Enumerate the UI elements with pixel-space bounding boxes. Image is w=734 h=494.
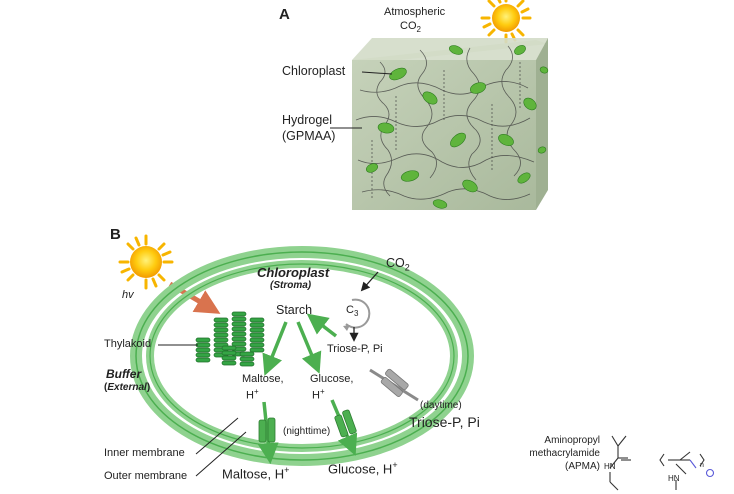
panel-b-letter: B [110,226,121,243]
atmospheric-co2-label: CO2 [400,20,421,34]
chloroplast-title: Chloroplast [257,265,330,280]
triose-outside-label: Triose-P, Pi [409,414,480,430]
co2-arrow [360,271,379,292]
c3-sub: 3 [353,309,359,319]
glucose-inside-h-label: H+ [312,387,325,402]
gpmaa-label: (GPMAA) [282,129,336,143]
apma-monomer-structure [609,435,631,491]
daytime-label: (daytime) [420,400,462,411]
apma-hn-left: HN [604,462,616,471]
maltose-outside-label: Maltose, H+ [222,465,289,481]
stroma-label: (Stroma) [270,280,312,291]
glucose-transporter [334,409,357,438]
apma-polymer-structure [659,451,705,490]
co2-sub: 2 [416,25,421,35]
chloroplast-label-a: Chloroplast [282,64,346,78]
gel-chloroplasts [366,45,549,209]
inner-membrane-leader-line [195,417,239,455]
glucose-outside-plus: + [392,460,398,470]
hv-label: hv [122,289,134,301]
maltose-inside-h-label: H+ [246,387,259,402]
glucose-outside-text: Glucose, H [328,461,393,477]
maltose-transporter [258,417,276,443]
outer-membrane-label: Outer membrane [104,470,188,482]
chloroplast-membranes [130,246,474,466]
glucose-inside-plus: + [319,387,325,396]
maltose-inside-plus: + [253,387,259,396]
external-label: (External) [104,382,151,393]
chloroplast-leader-line [361,71,393,75]
thylakoid-stacks [195,311,265,367]
hydrogel-label: Hydrogel [282,113,333,127]
maltose-outside-plus: + [284,465,290,475]
c3-base: C [346,304,354,316]
atmospheric-label: Atmospheric [384,6,446,18]
glucose-inside-label: Glucose, [310,373,354,385]
sun-icon-b [118,234,174,290]
apma-line3: (APMA) [565,461,600,472]
apma-line2: methacrylamide [529,448,600,459]
starch-label: Starch [276,303,313,317]
thylakoid-label: Thylakoid [104,338,152,350]
apma-hn-right: HN [668,474,680,483]
co2-base: CO [400,20,417,32]
co2-label-b: CO2 [386,256,410,273]
glucose-outside-label: Glucose, H+ [328,460,398,476]
external-text: External [107,382,147,393]
co2-b-sub: 2 [404,262,410,273]
c3-label: C3 [346,304,358,318]
maltose-inside-label: Maltose, [242,373,284,385]
maltose-inside-h: H [246,389,254,402]
maltose-outside-text: Maltose, H [222,466,285,482]
inner-membrane-label: Inner membrane [104,447,185,459]
triose-inside-label: Triose-P, Pi [327,343,383,355]
carbonyl-oxygen-mark [705,468,715,478]
buffer-label: Buffer [106,367,142,381]
metabolic-arrows [257,313,358,465]
c3-cycle-icon [343,298,371,331]
nighttime-label: (nighttime) [283,426,331,437]
panel-a-letter: A [279,6,290,23]
apma-line1: Aminopropyl [544,435,600,446]
hydrogel-cube [352,38,549,210]
triose-p-transporter [369,368,419,402]
glucose-inside-h: H [312,389,320,402]
co2-b-base: CO [386,256,405,270]
outer-membrane-leader-line [195,431,247,477]
sun-icon-a [480,0,532,44]
apma-n-subscript: n [700,462,704,469]
